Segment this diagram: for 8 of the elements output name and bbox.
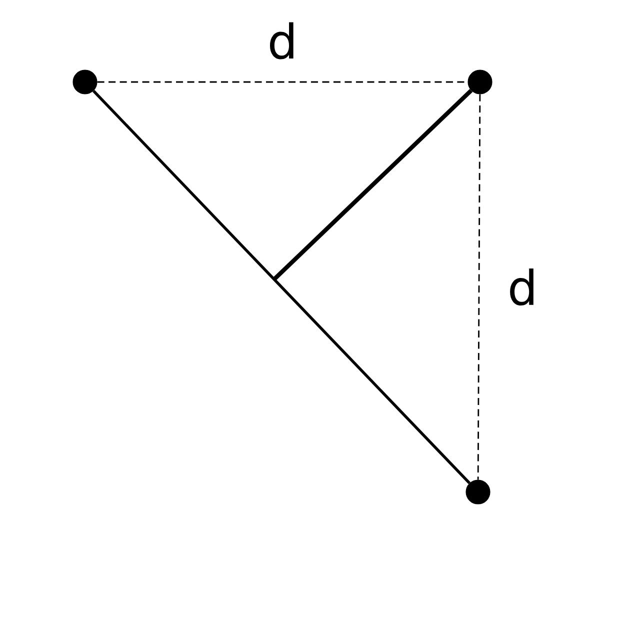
dashed-line [477,94,481,480]
edge-label: d [270,22,294,60]
dot [468,70,492,94]
dot [466,480,490,504]
line [92,90,471,484]
dot [72,70,98,94]
perpendicular-line [272,88,473,281]
edge-label: d [510,268,534,306]
